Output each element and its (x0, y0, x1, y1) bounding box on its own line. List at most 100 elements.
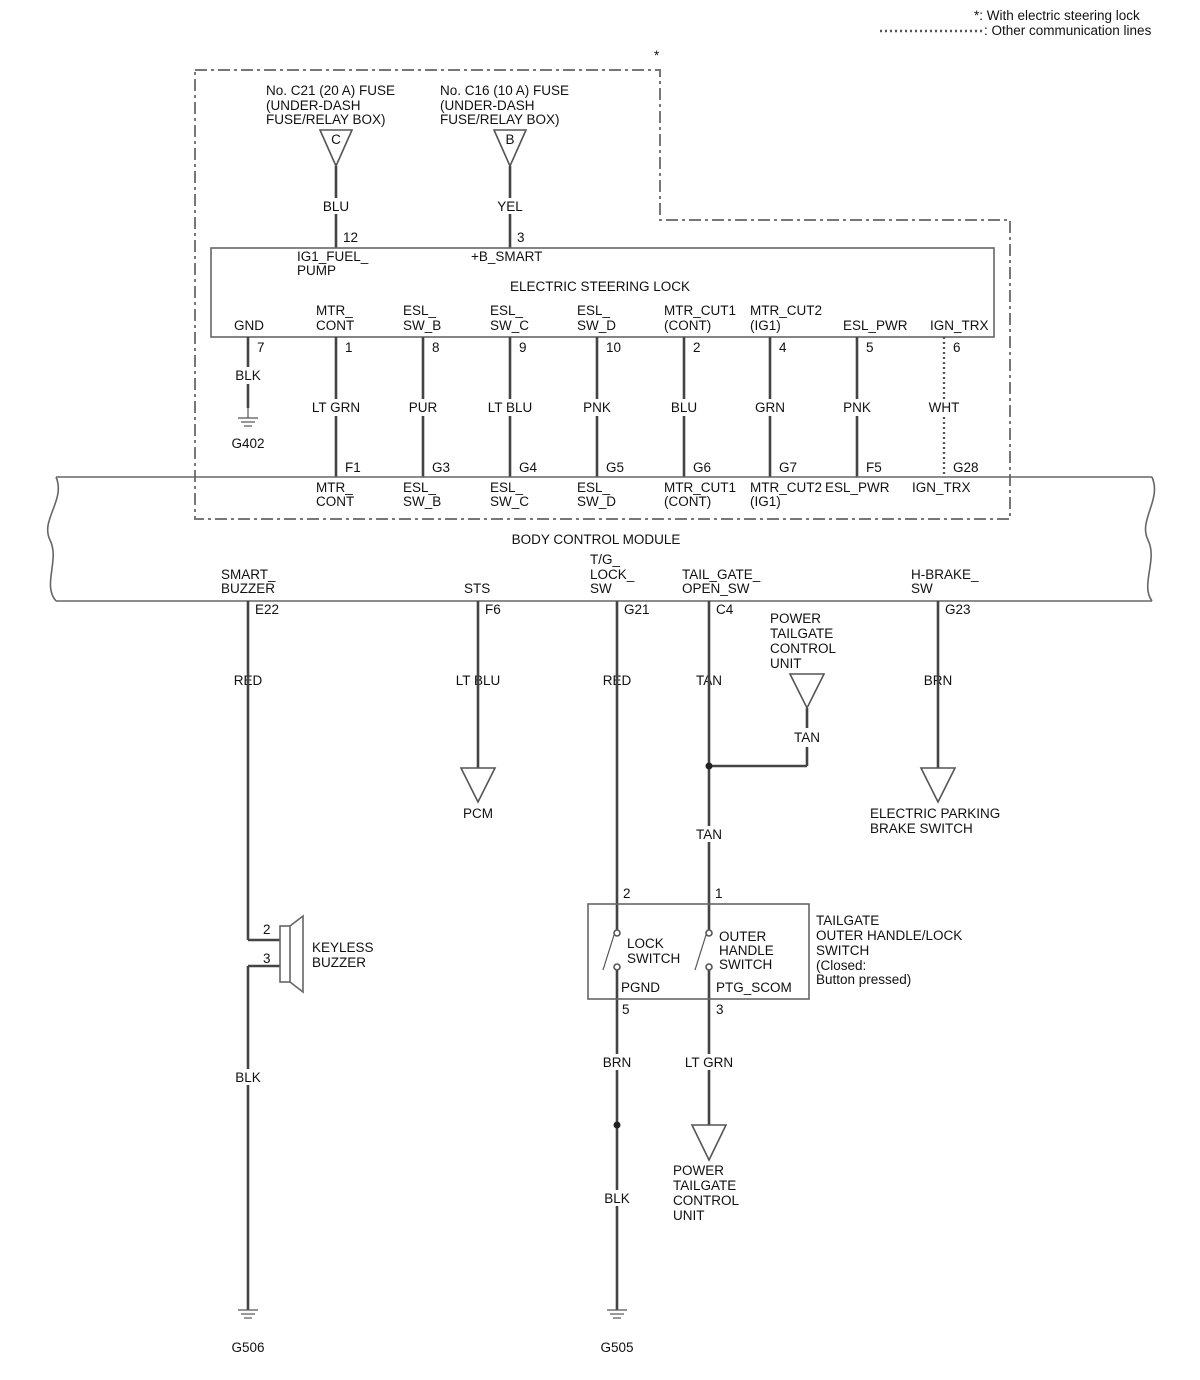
bcm-top-pin-3: G4 (519, 460, 538, 475)
esl-top-terminal-2: +B_SMART (471, 249, 542, 264)
bcm-top-pin-7: F5 (866, 460, 882, 475)
esl-terminal-name-4: ESL_ (490, 303, 524, 318)
bcm-top-terminal-name2-6: (IG1) (750, 494, 781, 509)
ptcu-bottom-label-line3: CONTROL (673, 1193, 739, 1208)
esl-terminal-name-7: MTR_CUT2 (750, 303, 822, 318)
bcm-top-pin-2: G3 (432, 460, 450, 475)
bcm-top-terminal-name-3: ESL_ (490, 480, 524, 495)
bcm-top-pin-1: F1 (345, 460, 361, 475)
esl-terminal-pin-9: 6 (953, 340, 961, 355)
bcm-top-terminals: F1MTR_CONTG3ESL_SW_BG4ESL_SW_CG5ESL_SW_D… (316, 460, 979, 509)
esl-wire-color-3: PUR (409, 400, 438, 415)
bcm-bottom-pin-3: G21 (624, 602, 650, 617)
esl-wire-color-4: LT BLU (488, 400, 533, 415)
esl-option-star: * (654, 48, 660, 63)
smart-buzzer-circuit: BLK 2 3 KEYLESS BUZZER G506 (212, 601, 374, 1355)
bcm-bottom-terminal-name2-2: STS (464, 581, 490, 596)
fuse-c21-wire-color: BLU (323, 199, 349, 214)
fuse-c16-connector-symbol (492, 129, 528, 168)
ptcu-top-label-line2: TAILGATE (770, 626, 833, 641)
esl-terminal-name-3: ESL_ (403, 303, 437, 318)
tailgate-switch-title-line3: SWITCH (816, 943, 869, 958)
tailgate-switch-pin-pgnd: 5 (622, 1002, 630, 1017)
bcm-bottom-terminal-name1-5: H-BRAKE_ (911, 567, 979, 582)
bcm-bottom-terminal-name1-3: LOCK_ (590, 567, 635, 582)
esl-option-boundary (194, 69, 1011, 520)
keyless-buzzer-label-line2: BUZZER (312, 955, 366, 970)
esl-terminal-name-8: ESL_PWR (843, 318, 908, 333)
buzzer-ground-wire-color: BLK (235, 1070, 261, 1085)
ground-symbol-g506 (238, 1309, 258, 1319)
tailgate-outer-handle-lock-switch: 2 1 LOCK SWITCH OUTER HANDLE SWITCH PGND… (587, 886, 962, 1017)
esl-terminal-name-6: MTR_CUT1 (664, 303, 736, 318)
epb-label-line2: BRAKE SWITCH (870, 821, 973, 836)
esl-wire-color-9: WHT (929, 400, 960, 415)
outer-handle-switch-blade (694, 934, 707, 971)
outer-handle-switch-label-line3: SWITCH (719, 957, 772, 972)
tailgate-switch-title-line5: Button pressed) (816, 972, 911, 987)
esl-terminal-pin-3: 8 (432, 340, 440, 355)
fuse-c21-connector-symbol (318, 129, 354, 168)
tailgate-switch-pin-lock-top: 2 (623, 886, 631, 901)
bcm-top-pin-8: G28 (953, 460, 979, 475)
pcm-connector-symbol (459, 767, 497, 804)
esl-terminal-name2-2: CONT (316, 318, 354, 333)
bcm-top-terminal-name-5: MTR_CUT1 (664, 480, 736, 495)
outer-handle-switch-label-line1: OUTER (719, 929, 767, 944)
bcm-right-break (1144, 476, 1156, 602)
esl-terminal-name-1: GND (234, 318, 264, 333)
bcm-top-terminal-name2-1: CONT (316, 494, 354, 509)
ground-g506-label: G506 (231, 1340, 264, 1355)
esl-terminal-pin-6: 2 (693, 340, 701, 355)
bcm-top-pin-4: G5 (606, 460, 624, 475)
fuse-c21-label-line3: FUSE/RELAY BOX) (266, 112, 386, 127)
legend-dotted-note: : Other communication lines (984, 23, 1152, 38)
esl-title: ELECTRIC STEERING LOCK (510, 279, 690, 294)
fuse-c16-connector-letter: B (505, 132, 514, 147)
ptcu-top-label-line3: CONTROL (770, 641, 836, 656)
pcm-label: PCM (463, 806, 493, 821)
fuse-c16-label-line2: (UNDER-DASH (440, 98, 535, 113)
ground-symbol-g402 (238, 408, 258, 427)
fuse-c16-label-line1: No. C16 (10 A) FUSE (440, 83, 569, 98)
esl-box (210, 247, 995, 338)
bcm-top-pin-5: G6 (693, 460, 711, 475)
esl-wire-color-5: PNK (583, 400, 611, 415)
lock-switch-label-line2: SWITCH (627, 951, 680, 966)
tailgate-switch-pin-outer-top: 1 (715, 886, 723, 901)
ground-symbol-g505 (607, 1309, 627, 1319)
bcm-top-terminal-name-7: ESL_PWR (825, 480, 890, 495)
pgnd-wire-color-1: BRN (603, 1055, 632, 1070)
epb-connector-symbol (919, 767, 957, 804)
fuse-c16-wire-color: YEL (497, 199, 523, 214)
bcm-bottom-pin-1: E22 (255, 602, 279, 617)
bcm-top-terminal-name-8: IGN_TRX (912, 480, 971, 495)
h-brake-sw-circuit: ELECTRIC PARKING BRAKE SWITCH (870, 601, 1000, 836)
esl-top-terminal-1-line1: IG1_FUEL_ (297, 249, 369, 264)
splice-point-tan (705, 762, 713, 770)
bcm-top-terminal-name2-3: SW_C (490, 494, 529, 509)
esl-terminal-name2-7: (IG1) (750, 318, 781, 333)
esl-terminal-name-9: IGN_TRX (930, 318, 989, 333)
sts-circuit: PCM (459, 601, 497, 821)
ptcu-bottom-label-line1: POWER (673, 1163, 724, 1178)
esl-terminal-name-5: ESL_ (577, 303, 611, 318)
esl-wire-color-8: PNK (843, 400, 871, 415)
tailgate-switch-pgnd: PGND (621, 980, 660, 995)
bcm-bottom-pin-5: G23 (945, 602, 971, 617)
tailgate-switch-title-line1: TAILGATE (816, 913, 879, 928)
tailgate-switch-title-line2: OUTER HANDLE/LOCK (816, 928, 962, 943)
ptcu-bottom-connector-symbol (690, 1124, 728, 1162)
tailgate-switch-title-line4: (Closed: (816, 958, 866, 973)
esl-top-terminal-1-line2: PUMP (297, 263, 336, 278)
ptcu-bottom-label-line4: UNIT (673, 1208, 705, 1223)
ptcu-top-connector-symbol (788, 673, 826, 710)
bcm-top-terminal-name-2: ESL_ (403, 480, 437, 495)
bcm-bottom-terminal-name1-4: TAIL_GATE_ (682, 567, 761, 582)
esl-terminal-name-2: MTR_ (316, 303, 353, 318)
bcm-top-terminal-name-1: MTR_ (316, 480, 353, 495)
fuse-c16-pin: 3 (517, 230, 525, 245)
body-control-module: BODY CONTROL MODULE F1MTR_CONTG3ESL_SW_B… (47, 460, 1156, 689)
